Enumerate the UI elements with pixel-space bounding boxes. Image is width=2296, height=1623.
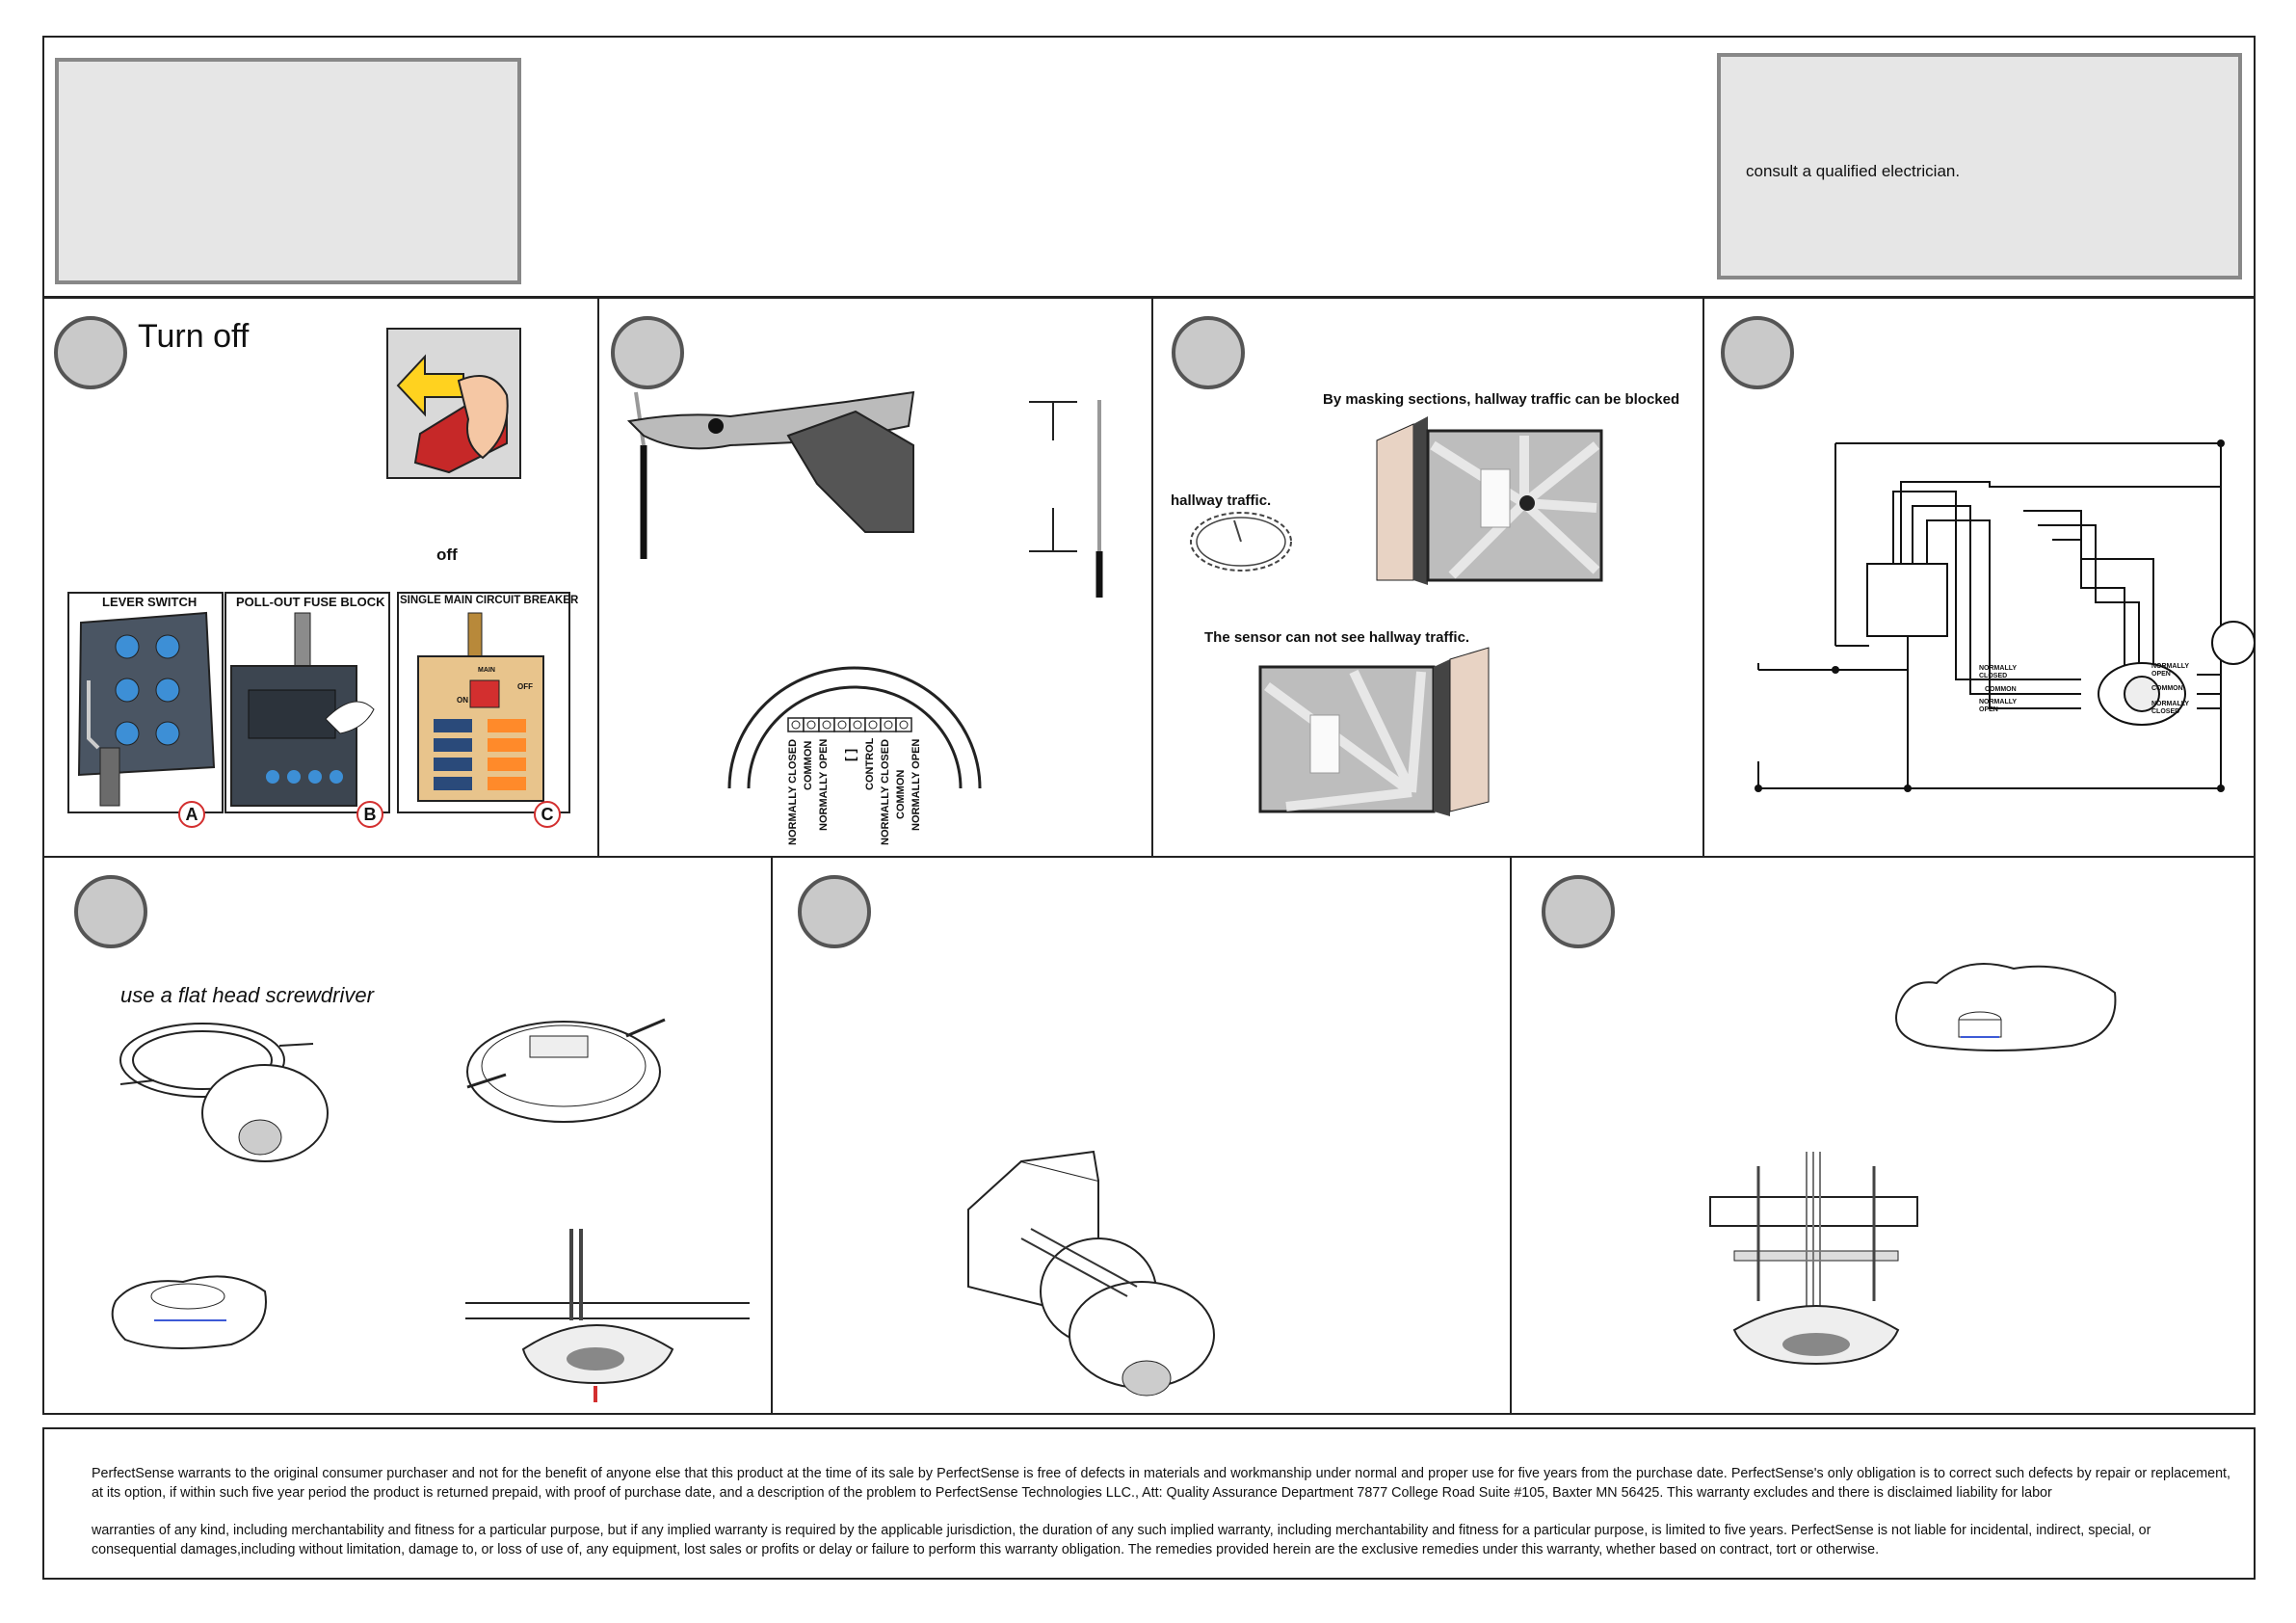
mask-gear-icon: [1190, 512, 1292, 572]
main-breaker-panel: [397, 592, 570, 813]
screwdriver-hint: use a flat head screwdriver: [120, 983, 374, 1007]
main-breaker-illustration: [417, 612, 544, 802]
step2-badge: [611, 316, 684, 389]
terminal-label-2: COMMON: [803, 740, 814, 790]
header-right-panel: [1717, 53, 2242, 279]
lever-switch-letter: A: [178, 801, 205, 828]
wire-label-right-nc: NORMALLY CLOSED: [2151, 701, 2189, 715]
step1-title: Turn off: [138, 318, 250, 355]
breaker-main-label: MAIN: [478, 667, 495, 674]
step7-badge: [1542, 875, 1615, 948]
step7-panel: [1510, 856, 2256, 1415]
breaker-hand-illustration: [386, 328, 521, 479]
wire-label-left-no: NORMALLY OPEN: [1979, 699, 2017, 713]
room-plan-hallway: [1258, 647, 1490, 816]
ceiling-hole-illustration: [111, 1275, 267, 1349]
header-left-panel: [55, 58, 521, 284]
breaker-off-label: OFF: [517, 682, 533, 691]
wire-label-left-nc: NORMALLY CLOSED: [1979, 665, 2017, 679]
warranty-paragraph-1: PerfectSense warrants to the original co…: [92, 1466, 2230, 1501]
main-breaker-letter-text: C: [541, 805, 554, 824]
terminal-label-1: NORMALLY CLOSED: [787, 738, 799, 845]
cover-removal-illustration: [119, 1023, 329, 1162]
hallway-traffic-label: hallway traffic.: [1171, 492, 1272, 509]
strip-length-gauge: [1029, 400, 1103, 598]
terminal-label-6: NORMALLY CLOSED: [880, 738, 891, 845]
terminal-label-5: CONTROL: [864, 737, 876, 790]
fuse-block-title: POLL-OUT FUSE BLOCK: [236, 595, 385, 609]
step1-badge: [54, 316, 127, 389]
fuse-block-illustration: [230, 612, 375, 807]
step3-badge: [1172, 316, 1245, 389]
ceiling-mount-illustration: [465, 1229, 750, 1402]
fuse-block-letter-text: B: [363, 805, 377, 824]
ceiling-cross-section: [1709, 1152, 1918, 1366]
step6-badge: [798, 875, 871, 948]
wire-label-left-com: COMMON: [1985, 686, 2017, 693]
junction-box-install-illustration: [967, 1150, 1215, 1397]
terminal-block-arc: [727, 666, 982, 789]
masking-note: By masking sections, hallway traffic can…: [1323, 391, 1680, 408]
terminal-label-4: [ ]: [842, 748, 858, 761]
step4-badge: [1721, 316, 1794, 389]
wiring-diagram: [1755, 439, 2256, 792]
ceiling-tile-cutout: [1895, 963, 2117, 1051]
terminal-label-8: NORMALLY OPEN: [910, 738, 922, 831]
terminal-label-7: COMMON: [895, 769, 907, 819]
lever-switch-illustration: [77, 611, 216, 807]
fuse-block-letter: B: [356, 801, 383, 828]
step1-off-label: off: [436, 545, 458, 564]
wire-label-right-no: NORMALLY OPEN: [2151, 663, 2189, 678]
base-clips-illustration: [466, 1018, 666, 1123]
main-breaker-title: SINGLE MAIN CIRCUIT BREAKER: [400, 595, 579, 606]
warranty-paragraph-2: warranties of any kind, including mercha…: [92, 1523, 2151, 1557]
wire-stripper-illustration: [626, 390, 915, 559]
lever-switch-panel: [67, 592, 224, 813]
step5-badge: [74, 875, 147, 948]
electrician-note: consult a qualified electrician.: [1746, 162, 1961, 180]
warranty-section: [42, 1427, 2256, 1580]
room-plan-masked: [1376, 416, 1603, 585]
lever-switch-title: LEVER SWITCH: [102, 595, 198, 609]
fuse-block-panel: [224, 592, 390, 813]
terminal-label-3: NORMALLY OPEN: [818, 738, 830, 831]
main-breaker-letter: C: [534, 801, 561, 828]
breaker-on-label: ON: [457, 696, 468, 705]
lever-switch-letter-text: A: [185, 805, 198, 824]
wire-label-right-com: COMMON: [2151, 685, 2183, 692]
cannot-see-note: The sensor can not see hallway traffic.: [1204, 629, 1470, 646]
